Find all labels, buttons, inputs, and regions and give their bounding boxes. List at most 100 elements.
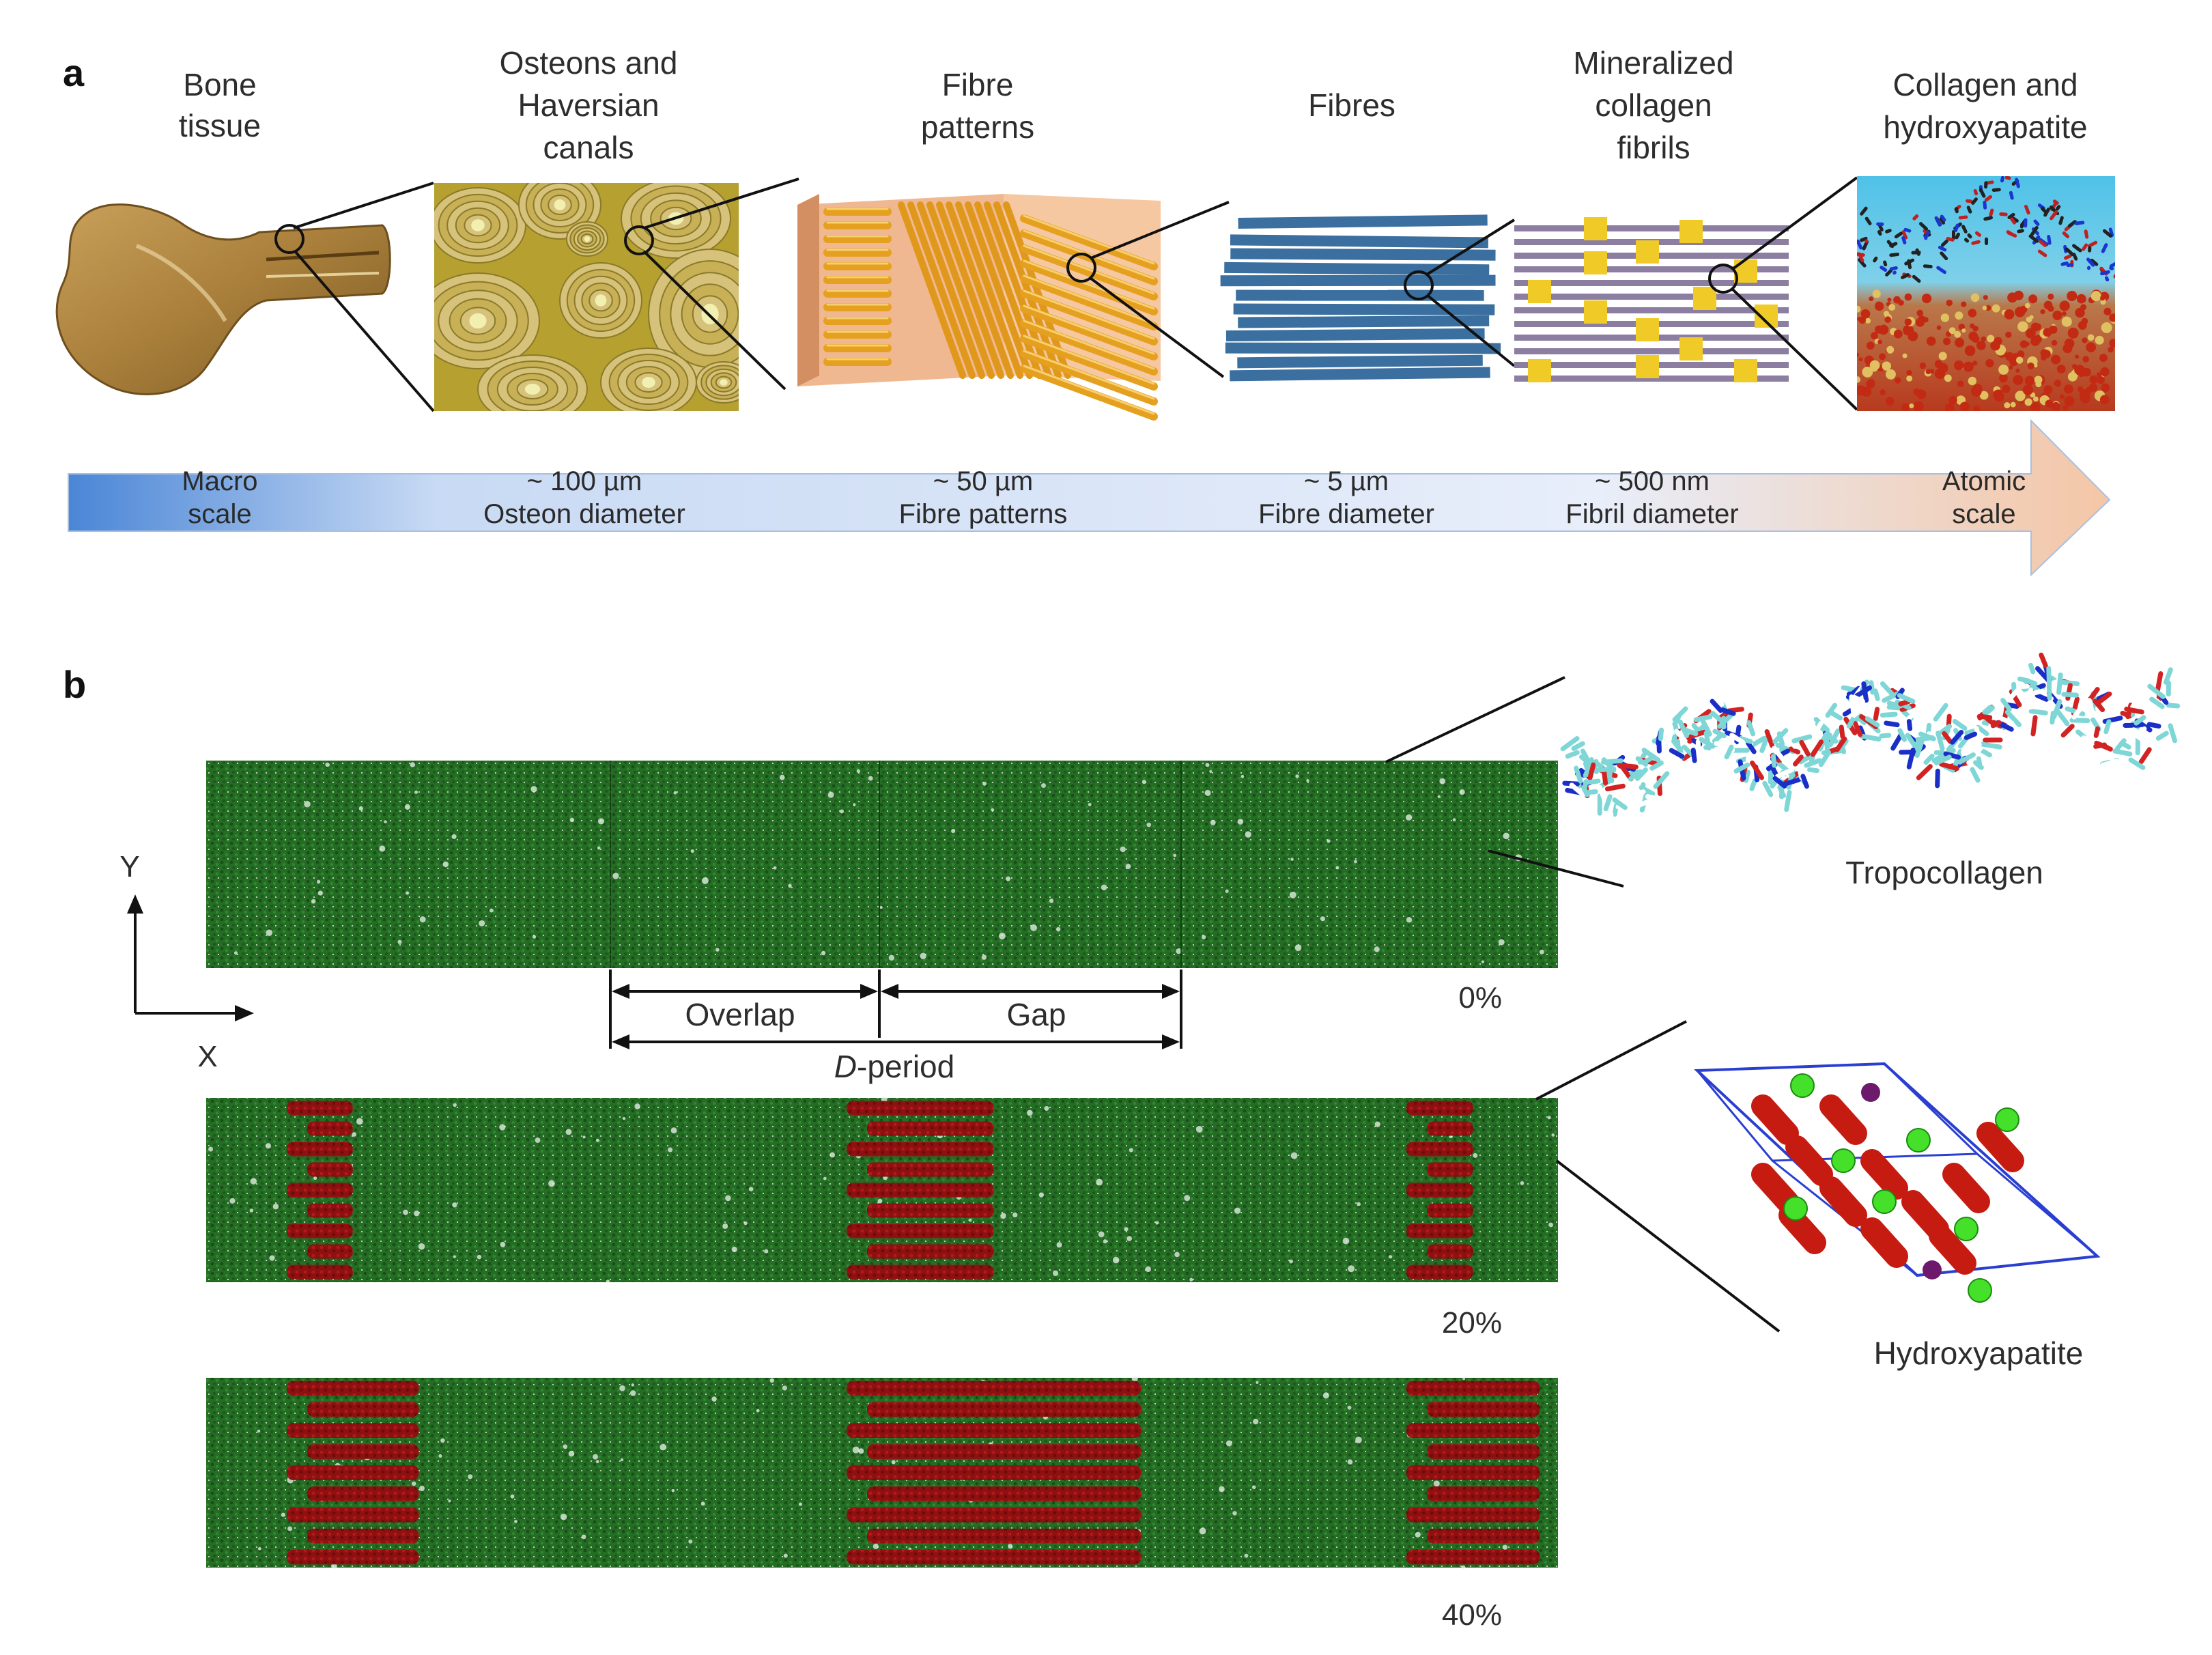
scale-arrow: Macro scale ~ 100 µm Osteon diameter ~ 5… <box>68 419 2111 577</box>
mineral-deposit <box>1427 1121 1473 1136</box>
level-title-bone-line2: tissue <box>179 108 261 143</box>
level-title-fibrils-line3: fibrils <box>1617 130 1690 165</box>
mineral-deposit <box>847 1381 1142 1396</box>
mineral-deposit <box>867 1121 994 1136</box>
femur-illustration <box>55 203 391 395</box>
fibril-strip-0-percent <box>206 761 1558 968</box>
fibres-illustration <box>1220 214 1501 382</box>
mineral-deposit <box>307 1244 353 1259</box>
mineralized-fibrils-illustration <box>1514 217 1789 382</box>
level-title-osteons-line3: canals <box>543 130 634 165</box>
osteons-illustration <box>434 183 739 411</box>
atomic-illustration <box>1857 176 2115 411</box>
haversian-canal <box>554 199 566 210</box>
mineral-crystal <box>1734 359 1757 382</box>
mineral-deposit <box>307 1444 419 1459</box>
level-title-osteons-line2: Haversian <box>517 87 659 123</box>
mineral-deposit <box>287 1423 419 1439</box>
mineral-deposit <box>307 1402 419 1417</box>
mineral-deposit <box>287 1507 419 1523</box>
mineral-deposit <box>847 1549 1142 1565</box>
scale-fibre-patterns-line2: Fibre patterns <box>899 499 1068 529</box>
hydroxyapatite-unit-cell <box>1694 1062 2101 1303</box>
mineral-deposit <box>1406 1423 1540 1439</box>
panel-a-letter: a <box>63 51 85 94</box>
mineral-deposit <box>307 1162 353 1177</box>
mineral-deposit <box>287 1264 353 1279</box>
scale-osteon-line2: Osteon diameter <box>483 499 685 529</box>
fibres-zoom-circle <box>1404 270 1434 300</box>
level-titles: Bone tissue Osteons and Haversian canals… <box>179 45 2088 165</box>
mineral-deposit <box>1406 1142 1473 1157</box>
mineral-deposit <box>287 1381 419 1396</box>
percent-label-0: 0% <box>1458 981 1502 1015</box>
mineral-crystal <box>1584 217 1607 240</box>
mineral-deposit <box>287 1101 353 1116</box>
mineral-deposit <box>867 1203 994 1218</box>
fibre-patterns-illustration <box>797 194 1161 421</box>
level-title-atomic-line2: hydroxyapatite <box>1883 109 2087 145</box>
mineral-deposit <box>847 1423 1142 1439</box>
panel-b-letter: b <box>63 663 86 706</box>
mineral-deposit <box>1406 1381 1540 1396</box>
haversian-canal <box>471 219 485 231</box>
mineral-deposit <box>287 1183 353 1198</box>
mineral-deposit <box>1427 1528 1540 1544</box>
mineral-deposit <box>307 1121 353 1136</box>
mineral-deposit <box>847 1507 1142 1523</box>
scale-fibre-diameter-line1: ~ 5 µm <box>1304 466 1389 496</box>
mineral-deposit <box>867 1486 1142 1501</box>
mineral-crystal <box>1636 355 1659 378</box>
mineral-deposit <box>1406 1264 1473 1279</box>
mineral-deposit <box>1427 1444 1540 1459</box>
percent-label-40: 40% <box>1442 1598 1502 1632</box>
gap-label: Gap <box>1007 997 1066 1032</box>
haversian-canal <box>524 384 541 395</box>
collagen-matrix <box>206 761 1558 968</box>
mineral-crystal <box>1693 287 1716 310</box>
scale-macro-line1: Macro <box>182 466 257 496</box>
level-title-fibres: Fibres <box>1308 87 1395 123</box>
scale-atomic-line1: Atomic <box>1942 466 2026 496</box>
mineral-crystal <box>1584 300 1607 324</box>
mineral-deposit <box>287 1549 419 1565</box>
mineral-deposit <box>867 1528 1142 1544</box>
mineral-deposit <box>1406 1223 1473 1239</box>
mineral-deposit <box>847 1465 1142 1480</box>
scale-osteon-line1: ~ 100 µm <box>527 466 642 496</box>
mineral-deposit <box>287 1223 353 1239</box>
panel-a: a Bone tissue Osteons and Haversian cana… <box>55 45 2115 577</box>
level-title-fibrils-line1: Mineralized <box>1573 45 1733 81</box>
haversian-canal <box>595 294 607 307</box>
scale-fibril-line1: ~ 500 nm <box>1595 466 1710 496</box>
mineral-deposit <box>867 1444 1142 1459</box>
d-period-italic: D <box>834 1049 857 1084</box>
mineral-deposit <box>1427 1486 1540 1501</box>
mineral-crystal <box>1755 305 1778 328</box>
mineral-deposit <box>1406 1183 1473 1198</box>
mineral-deposit <box>1406 1507 1540 1523</box>
scale-fibre-diameter-line2: Fibre diameter <box>1258 499 1434 529</box>
d-period-label: D-period <box>834 1049 954 1084</box>
hydroxyapatite-label: Hydroxyapatite <box>1874 1335 2084 1371</box>
axis-y-label: Y <box>119 850 139 883</box>
mineral-deposit <box>1427 1203 1473 1218</box>
fibril-strip-20-percent <box>206 1097 1558 1284</box>
mineral-deposit <box>287 1142 353 1157</box>
percent-label-20: 20% <box>1442 1306 1502 1340</box>
mineral-deposit <box>847 1223 994 1239</box>
mineral-deposit <box>1406 1101 1473 1116</box>
fibril-strip-40-percent <box>206 1375 1558 1570</box>
mineral-crystal <box>1679 220 1703 243</box>
scale-macro-line2: scale <box>188 499 251 529</box>
mineral-deposit <box>847 1101 994 1116</box>
mineral-deposit <box>307 1528 419 1544</box>
mineral-crystal <box>1679 337 1703 360</box>
level-title-fibre-patterns-line1: Fibre <box>942 67 1014 102</box>
d-period-annotation: Overlap Gap D-period <box>609 970 1182 1084</box>
mineral-deposit <box>307 1203 353 1218</box>
mineral-deposit <box>307 1486 419 1501</box>
mineral-crystal <box>1636 240 1659 264</box>
